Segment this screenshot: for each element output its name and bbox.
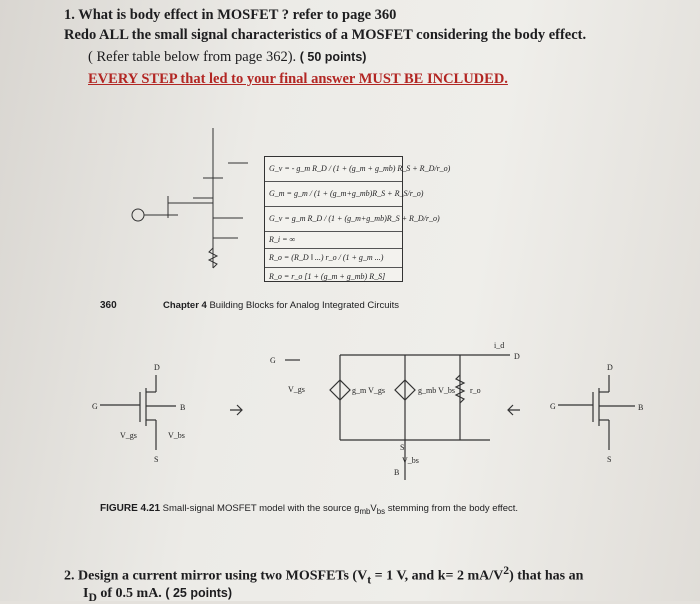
right-drain-label: D <box>607 363 613 372</box>
small-signal-table: G_v = - g_m R_D / (1 + (g_m + g_mb) R_S … <box>264 156 450 282</box>
question-1-reference: ( Refer table below from page 362). ( 50… <box>88 50 366 65</box>
question-2-line-1: 2. Design a current mirror using two MOS… <box>64 564 584 587</box>
left-source-label: S <box>154 455 158 464</box>
model-id-label: i_d <box>494 341 504 350</box>
caption-text: Small-signal MOSFET model with the sourc… <box>162 503 360 514</box>
model-vbs-label: V_bs <box>402 456 419 465</box>
model-source-label: S <box>400 443 404 452</box>
table-row: G_v = g_m R_D / (1 + (g_m+g_mb)R_S + R_D… <box>265 207 440 232</box>
chapter-heading: Chapter 4 Building Blocks for Analog Int… <box>163 300 399 311</box>
caption-sub2: bs <box>376 506 386 516</box>
right-body-label: B <box>638 403 643 412</box>
figure-caption: FIGURE 4.21 Small-signal MOSFET model wi… <box>100 503 518 516</box>
model-gm-label: g_m V_gs <box>352 386 385 395</box>
left-body-label: B <box>180 403 185 412</box>
caption-text-mid: V <box>370 503 377 514</box>
caption-sub: mb <box>359 506 371 516</box>
question-2-line-2: ID of 0.5 mA. ( 25 points) <box>83 585 232 604</box>
model-gate-label: G <box>270 356 276 365</box>
model-gmb-label: g_mb V_bs <box>418 386 455 395</box>
chapter-label: Chapter 4 <box>163 300 207 311</box>
right-source-label: S <box>607 455 611 464</box>
left-vbs-label: V_bs <box>168 431 185 440</box>
left-drain-label: D <box>154 363 160 372</box>
table-row: R_o = r_o [1 + (g_m + g_mb) R_S] <box>269 272 386 281</box>
question-2: 2. Design a current mirror using two MOS… <box>64 564 584 604</box>
figure-label: FIGURE 4.21 <box>100 503 161 514</box>
model-ro-label: r_o <box>470 386 481 395</box>
model-vgs-label: V_gs <box>288 385 305 394</box>
left-vgs-label: V_gs <box>120 431 137 440</box>
question-1-table-ref: ( Refer table below from page 362). <box>88 49 297 65</box>
table-row: G_v = - g_m R_D / (1 + (g_m + g_mb) R_S … <box>265 157 450 182</box>
table-row: R_o = (R_D ‖ ...) r_o / (1 + g_m ...) <box>265 249 402 268</box>
left-gate-label: G <box>92 402 98 411</box>
right-gate-label: G <box>550 402 556 411</box>
table-row: G_m = g_m / (1 + (g_m+g_mb)R_S + R_S/r_o… <box>265 182 423 207</box>
book-page-number: 360 <box>100 300 117 311</box>
question-1-warning: EVERY STEP that led to your final answer… <box>88 71 508 87</box>
chapter-title: Building Blocks for Analog Integrated Ci… <box>209 300 400 311</box>
model-body-label: B <box>394 468 399 477</box>
table-row: R_i = ∞ <box>265 232 402 249</box>
question-1-title: 1. What is body effect in MOSFET ? refer… <box>64 7 397 23</box>
question-1-instruction: Redo ALL the small signal characteristic… <box>64 27 587 43</box>
question-1-points: ( 50 points) <box>299 50 367 64</box>
circuit-diagram-top <box>131 128 248 269</box>
model-drain-label: D <box>514 352 520 361</box>
question-2-points: ( 25 points) <box>165 585 232 600</box>
caption-text-post: stemming from the body effect. <box>385 503 519 514</box>
small-signal-model-figure: G D S B V_gs V_bs G D i_d g_m V_gs g_mb … <box>92 341 643 480</box>
